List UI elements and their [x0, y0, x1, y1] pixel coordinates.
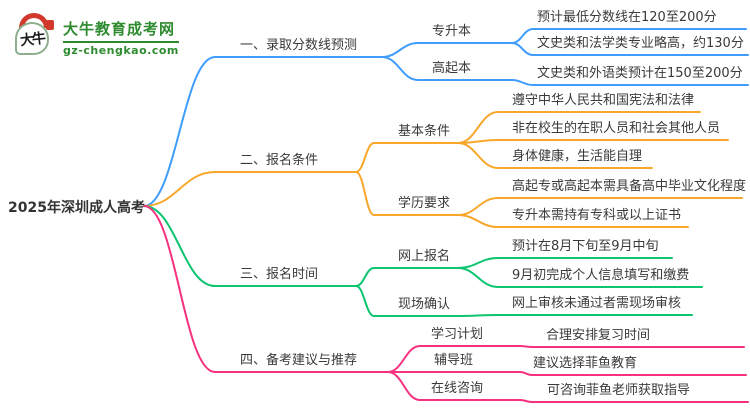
- site-logo[interactable]: 大牛 大牛教育成考网 gz-chengkao.com: [14, 13, 179, 61]
- connector-3.2.0: [519, 399, 533, 403]
- node-label-1.1.1[interactable]: 专升本需持有专科或以上证书: [512, 208, 682, 224]
- connector-0: [143, 56, 216, 207]
- connector-1.1: [355, 171, 375, 216]
- connector-0.1.0: [511, 79, 534, 86]
- node-label-3.2[interactable]: 在线咨询: [431, 381, 484, 397]
- connector-0.0.1: [511, 42, 534, 56]
- node-label-3.0.0[interactable]: 合理安排复习时间: [546, 328, 651, 344]
- node-label-2.0.0[interactable]: 预计在8月下旬至9月中旬: [512, 239, 659, 255]
- node-label-3.0[interactable]: 学习计划: [431, 327, 484, 343]
- node-label-2.0[interactable]: 网上报名: [398, 249, 451, 265]
- node-label-0.0.1[interactable]: 文史类和法学类专业略高，约130分: [537, 36, 744, 52]
- connector-0.0.0: [511, 28, 534, 44]
- connector-3: [143, 205, 216, 373]
- connector-1.1.1: [457, 214, 499, 228]
- connector-3.2: [387, 371, 421, 401]
- node-label-1.0.2[interactable]: 身体健康，生活能自理: [512, 149, 643, 165]
- connector-2.1.0: [457, 314, 499, 317]
- connector-0.0: [381, 42, 419, 58]
- logo-text: 大牛教育成考网 gz-chengkao.com: [63, 18, 179, 57]
- daniu-logo-icon: 大牛: [14, 13, 56, 61]
- logo-title: 大牛教育成考网: [63, 19, 176, 38]
- logo-domain: gz-chengkao.com: [63, 40, 179, 57]
- connector-1: [143, 171, 216, 207]
- node-label-0.1[interactable]: 高起本: [432, 61, 472, 77]
- node-label-1[interactable]: 二、报名条件: [240, 153, 319, 169]
- connector-1.0: [355, 142, 375, 173]
- node-label-1.1.0[interactable]: 高起专或高起本需具备高中毕业文化程度: [512, 179, 747, 195]
- node-label-2.0.1[interactable]: 9月初完成个人信息填写和缴费: [512, 268, 690, 284]
- connector-2.0.1: [457, 267, 499, 288]
- logo-bubble-text: 大牛: [19, 30, 45, 49]
- node-label-1.0.0[interactable]: 遵守中华人民共和国宪法和法律: [512, 93, 695, 109]
- node-label-3[interactable]: 四、备考建议与推荐: [240, 353, 358, 369]
- connector-1.1.0: [457, 197, 499, 216]
- connector-3.0: [387, 345, 421, 373]
- logo-seal-icon: [46, 20, 54, 30]
- node-label-0.0[interactable]: 专升本: [432, 24, 472, 40]
- node-label-2.1.0[interactable]: 网上审核未通过者需现场审核: [512, 296, 682, 312]
- node-label-0[interactable]: 一、录取分数线预测: [240, 38, 358, 54]
- node-label-1.0.1[interactable]: 非在校生的在职人员和社会其他人员: [512, 121, 721, 137]
- node-label-2[interactable]: 三、报名时间: [240, 267, 319, 283]
- connector-1.0.2: [457, 142, 499, 169]
- node-label-0.1.0[interactable]: 文史类和外语类预计在150至200分: [537, 66, 743, 82]
- root-node[interactable]: 2025年深圳成人高考: [8, 200, 145, 216]
- node-label-1.1[interactable]: 学历要求: [398, 196, 451, 212]
- connector-3.0.0: [519, 345, 533, 348]
- connector-3.1.0: [519, 371, 533, 376]
- node-label-2.1[interactable]: 现场确认: [398, 297, 451, 313]
- node-label-0.0.0[interactable]: 预计最低分数线在120至200分: [537, 10, 717, 26]
- connector-2: [143, 205, 216, 287]
- node-label-1.0[interactable]: 基本条件: [398, 124, 451, 140]
- connector-1.0.0: [457, 111, 499, 144]
- connector-2.0: [355, 267, 375, 287]
- node-label-3.1.0[interactable]: 建议选择菲鱼教育: [533, 356, 638, 372]
- node-label-3.1[interactable]: 辅导班: [434, 353, 474, 369]
- connector-2.0.0: [457, 257, 499, 269]
- connector-2.1: [355, 285, 375, 317]
- connector-0.1: [381, 56, 419, 81]
- logo-speech-bubble-icon: 大牛: [15, 22, 49, 55]
- node-label-3.2.0[interactable]: 可咨询菲鱼老师获取指导: [547, 383, 691, 399]
